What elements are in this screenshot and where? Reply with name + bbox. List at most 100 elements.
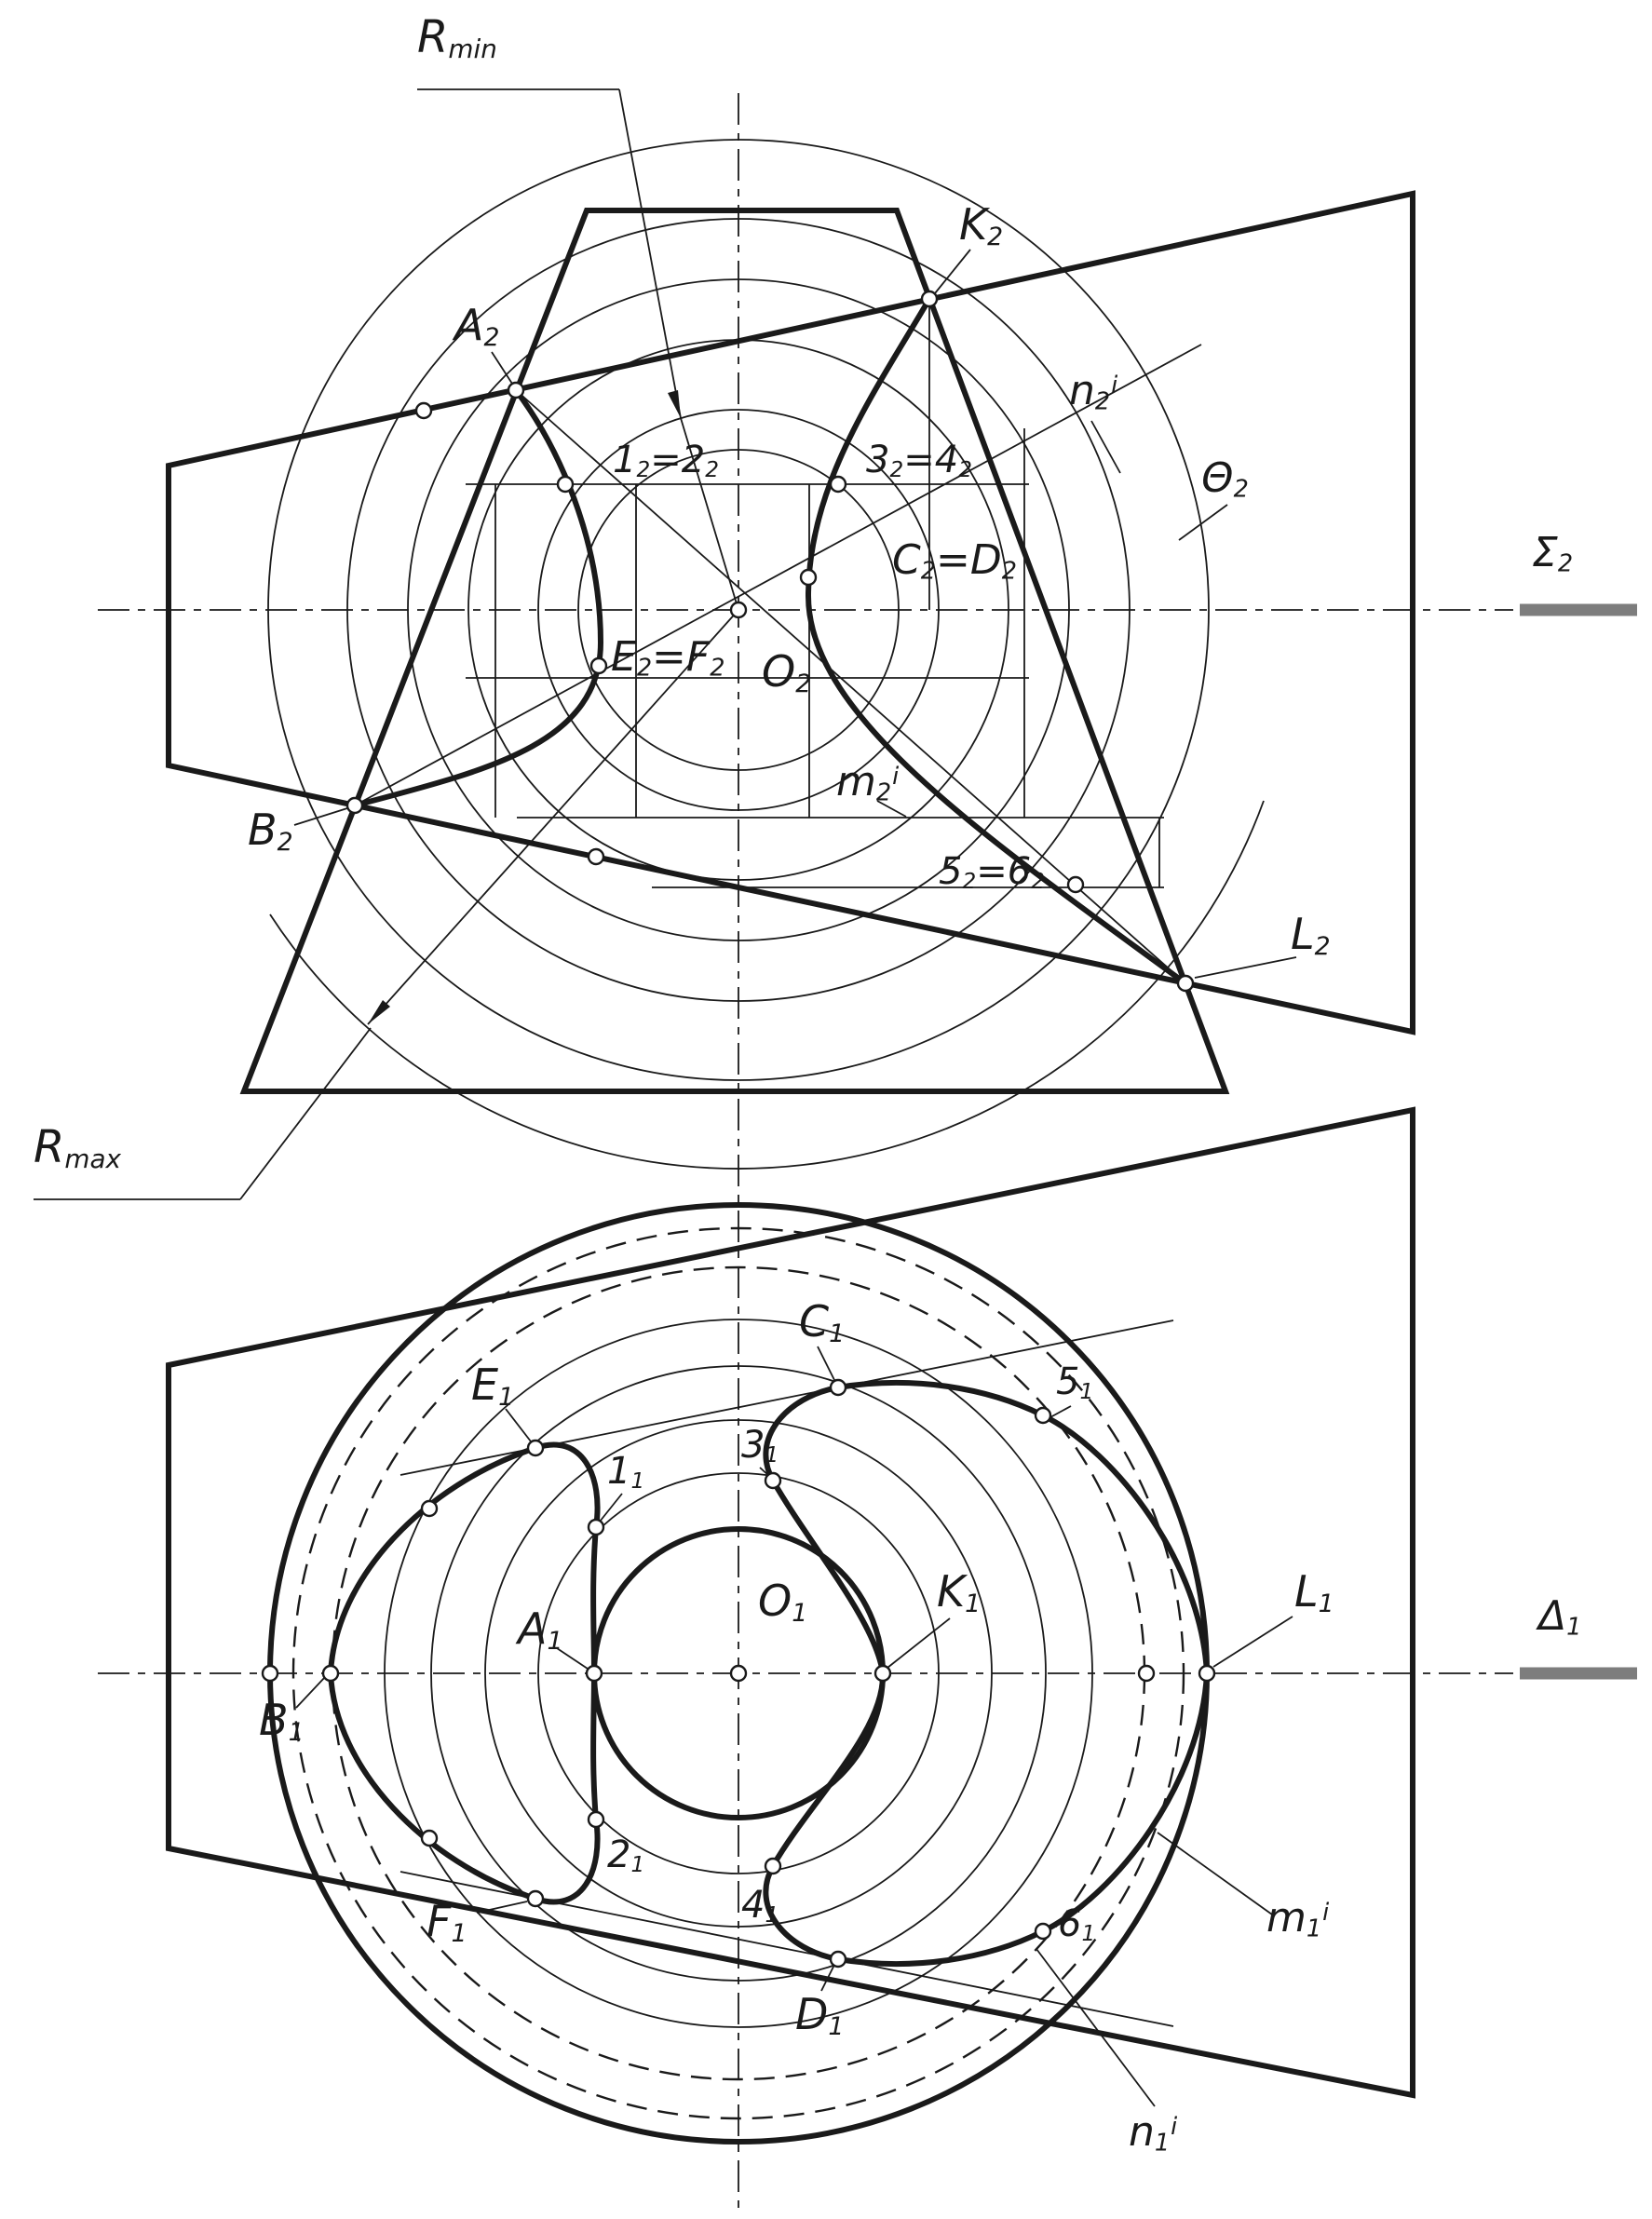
rmin-leader — [618, 88, 682, 419]
label-a2-part-0: A — [454, 300, 484, 350]
label-pt56-part-2: =6 — [976, 850, 1032, 893]
label-n2-part-1: 2 — [1094, 387, 1111, 416]
label-cd2: C2=D2 — [892, 540, 1017, 584]
label-pt34-part-0: 3 — [866, 439, 890, 481]
label-ef2: E2=F2 — [611, 637, 724, 681]
label-l1-part-1: 1 — [1318, 1589, 1334, 1618]
leader-l2 — [1194, 956, 1297, 979]
label-k2-part-0: K — [959, 199, 988, 250]
point-c-d-2 — [799, 568, 818, 587]
label-k2-part-1: 2 — [987, 222, 1004, 251]
label-pt34: 32=42 — [866, 441, 972, 480]
label-pt3-1-part-0: 3 — [741, 1424, 765, 1467]
label-b1-part-0: B — [259, 1695, 289, 1745]
parallel-circle — [430, 1365, 1047, 1982]
label-pt34-part-2: =4 — [903, 439, 959, 481]
parallel-circle — [384, 1319, 1093, 2028]
label-pt5-1-part-1: 1 — [1079, 1379, 1094, 1405]
front-view — [34, 88, 1415, 1200]
label-d1-part-0: D — [795, 1989, 829, 2039]
label-b2-part-1: 2 — [277, 827, 293, 857]
label-c1-part-1: 1 — [829, 1319, 846, 1348]
label-l1-part-0: L — [1294, 1566, 1319, 1617]
sphere-circle — [537, 409, 940, 811]
label-l1: L1 — [1294, 1570, 1334, 1617]
point-e-f-2 — [589, 656, 608, 675]
label-b2-part-0: B — [248, 805, 278, 855]
label-pt2-1-part-0: 2 — [607, 1833, 631, 1876]
label-sigma2-part-1: 2 — [1557, 549, 1574, 578]
leader-1-1 — [599, 1493, 623, 1522]
label-a1: A1 — [518, 1607, 562, 1655]
label-pt56-part-3: 2 — [1031, 869, 1045, 895]
label-ef2-part-3: 2 — [710, 654, 725, 683]
point-5-1 — [1034, 1406, 1052, 1425]
cutting-plane-horizontal — [166, 1106, 1415, 2099]
label-ef2-part-0: E — [611, 633, 637, 681]
label-theta2-part-1: 2 — [1233, 475, 1249, 504]
leader-k1 — [887, 1617, 951, 1669]
point-o1 — [729, 1664, 748, 1683]
leader-e1 — [505, 1408, 532, 1442]
sphere-circle — [346, 218, 1131, 1002]
point-3-4-2 — [829, 475, 847, 494]
label-pt12-part-0: 1 — [613, 439, 637, 481]
label-a2-part-1: 2 — [483, 322, 500, 352]
parallel-circle — [537, 1472, 940, 1874]
label-pt6-1-part-1: 1 — [1081, 1921, 1096, 1947]
label-pt34-part-3: 2 — [958, 457, 972, 483]
construction-point — [261, 1664, 279, 1683]
point-3-1 — [764, 1471, 782, 1490]
label-delta1-part-0: Δ — [1538, 1592, 1567, 1640]
label-pt5-1: 51 — [1056, 1363, 1093, 1402]
label-c1-part-0: C — [799, 1296, 830, 1346]
label-m2-part-0: m — [836, 758, 876, 805]
label-r-max: Rmax — [34, 1125, 121, 1172]
point-d1 — [829, 1950, 847, 1969]
point-b1 — [321, 1664, 340, 1683]
parallel-circle — [484, 1419, 993, 1928]
label-l2: L2 — [1291, 913, 1331, 960]
rmax-leader — [239, 1027, 372, 1200]
construction-point — [420, 1829, 439, 1847]
label-pt6-1-part-0: 6 — [1058, 1902, 1082, 1945]
label-pt34-part-1: 2 — [889, 457, 904, 483]
leader-n2 — [1090, 420, 1121, 474]
rmax-arrowhead — [368, 1000, 390, 1024]
leader-a1 — [556, 1647, 589, 1670]
label-pt3-1: 31 — [741, 1427, 779, 1466]
leader-b2 — [293, 807, 348, 826]
label-n1-part-0: n — [1129, 2108, 1155, 2156]
label-pt56: 52=62 — [939, 853, 1045, 892]
label-pt12-part-2: =2 — [650, 439, 706, 481]
label-r-max-part-1: max — [64, 1143, 121, 1175]
point-b2 — [345, 796, 364, 815]
label-a2: A2 — [454, 304, 499, 351]
point-1-1 — [587, 1518, 605, 1536]
label-pt3-1-part-1: 1 — [765, 1442, 779, 1468]
label-o1: O1 — [758, 1579, 807, 1627]
label-pt5-1-part-0: 5 — [1056, 1360, 1080, 1403]
point-a1 — [585, 1664, 603, 1683]
label-b1-part-1: 1 — [288, 1717, 305, 1747]
label-pt1-1-part-0: 1 — [607, 1450, 631, 1493]
rmax-radius-line — [367, 609, 739, 1025]
label-k1: K1 — [937, 1570, 981, 1617]
label-n2: n2i — [1069, 371, 1117, 414]
label-n1-part-1: 1 — [1154, 2129, 1171, 2158]
point-l1 — [1198, 1664, 1216, 1683]
label-pt6-1: 61 — [1058, 1905, 1095, 1944]
label-e1-part-0: E — [471, 1360, 499, 1410]
label-r-min-part-1: min — [448, 34, 497, 65]
sphere-circle — [577, 449, 900, 771]
leader-l1 — [1212, 1616, 1293, 1668]
point-2-1 — [587, 1810, 605, 1829]
point-k2 — [920, 290, 939, 308]
construction-point — [1137, 1664, 1156, 1683]
construction-point — [420, 1499, 439, 1518]
point-e1 — [526, 1439, 545, 1457]
label-k1-part-0: K — [937, 1566, 966, 1617]
label-m1-part-1: 1 — [1306, 1915, 1322, 1943]
